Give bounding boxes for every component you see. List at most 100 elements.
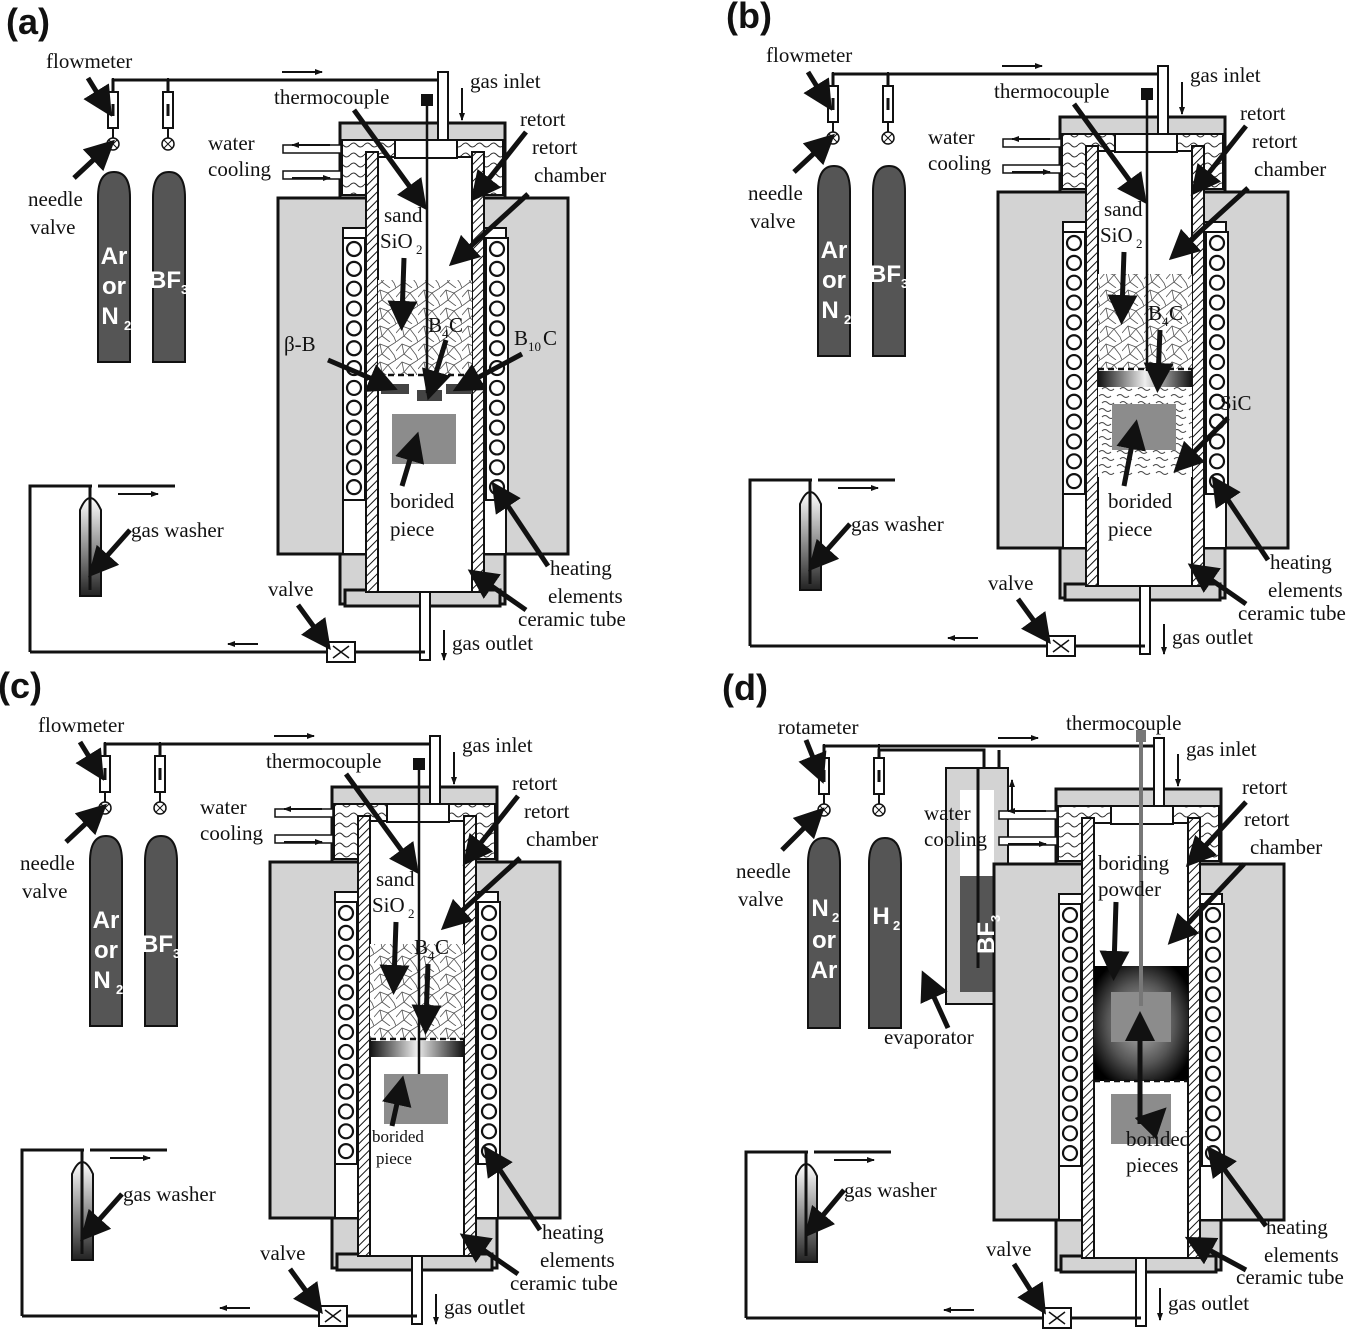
coil-turn (1204, 966, 1222, 983)
coil-turn (1061, 906, 1079, 924)
label-sio2_sub: 2 (408, 906, 415, 921)
gas-inlet-pipe (1157, 65, 1169, 135)
coil-turn (480, 984, 498, 1001)
coil-turn (345, 300, 363, 317)
coil-turn (1204, 1025, 1222, 1043)
coil-turn (1065, 413, 1083, 430)
coil-turn (1208, 294, 1226, 311)
label-water_1: water (924, 801, 971, 825)
ceramic-tube-pointer (467, 569, 528, 613)
exhaust-line (748, 478, 812, 646)
label-borided-pieces: pieces (1126, 1153, 1178, 1177)
label-retort_chamber_1: retort (1252, 129, 1298, 153)
label-flowmeter: flowmeter (766, 43, 852, 67)
gas-outlet-pipe (419, 591, 431, 661)
gas-outlet-pipe (1139, 585, 1151, 655)
label-cylinder-1-or: or (812, 927, 836, 954)
gas-cylinder-2 (872, 164, 906, 357)
label-sic: SiC (1220, 391, 1252, 415)
coil-turn (1061, 986, 1079, 1003)
label-gas_outlet: gas outlet (1168, 1291, 1249, 1315)
label-thermocouple: thermocouple (274, 85, 389, 109)
gas-washer-pointer (88, 528, 132, 578)
gas-cylinder-1 (89, 834, 123, 1027)
coil-turn (337, 1023, 355, 1041)
coil-turn (337, 924, 355, 941)
coil-turn (345, 320, 363, 337)
label-b4c-c: C (449, 313, 463, 337)
gas-washer-pointer (804, 1188, 846, 1238)
label-water_1: water (208, 131, 255, 155)
coil-turn (1061, 1105, 1079, 1122)
label-borided-piece: piece (376, 1149, 412, 1168)
panel-label: (d) (722, 667, 768, 708)
label-sand: sand (384, 203, 423, 227)
borided-pointer (395, 431, 425, 487)
label-cylinder-1: N (811, 895, 828, 922)
label-retort_chamber_1: retort (1244, 807, 1290, 831)
coil-turn (337, 1043, 355, 1061)
coil-turn (337, 944, 355, 961)
b4c-pointer (422, 339, 451, 401)
ceramic-tube-wall-left (365, 151, 379, 593)
label-water_2: cooling (208, 157, 271, 181)
thermocouple-pointer (343, 772, 419, 875)
coil-turn (1204, 906, 1222, 924)
label-boriding_1: boriding (1098, 851, 1170, 875)
label-gas_washer: gas washer (844, 1178, 937, 1202)
coil-turn (1065, 473, 1083, 490)
label-gas_washer: gas washer (131, 518, 224, 542)
coil-turn (1061, 926, 1079, 943)
ceramic-tube-wall-left (1085, 145, 1099, 587)
ceramic-tube-wall-right (463, 815, 477, 1257)
coil-turn (345, 459, 363, 476)
coil-turn (1208, 254, 1226, 271)
coil-turn (1065, 393, 1083, 410)
coil-turn (488, 240, 506, 258)
label-retort: retort (1242, 775, 1288, 799)
label-cylinder-1-gas: Ar (811, 957, 838, 984)
gas-washer-pointer (808, 522, 852, 572)
label-cylinder-1: Ar (821, 237, 848, 264)
coil-turn (337, 1103, 355, 1120)
panel-label: (a) (6, 1, 50, 42)
coil-turn (345, 419, 363, 436)
flowmeter-pointer (75, 740, 104, 781)
water-pipe-out (282, 144, 342, 154)
label-sio2: SiO (1100, 223, 1133, 247)
label-beta-b: β-B (284, 332, 316, 356)
b4c-pointer (411, 963, 442, 1035)
label-thermocouple: thermocouple (1066, 711, 1181, 735)
label-borided: borided (1108, 489, 1173, 513)
coil-turn (488, 300, 506, 317)
label-gas_inlet: gas inlet (1186, 737, 1257, 761)
coil-turn (1208, 373, 1226, 391)
water-pipe-out (274, 808, 334, 818)
coil-turn (1204, 1065, 1222, 1082)
label-valve: valve (260, 1241, 305, 1265)
label-gas_washer: gas washer (851, 512, 944, 536)
gas-cylinder-1 (97, 170, 131, 363)
label-thermocouple: thermocouple (994, 79, 1109, 103)
coil-turn (345, 439, 363, 456)
coil-turn (1065, 254, 1083, 271)
gas-inlet-pipe (1153, 737, 1165, 807)
gas-cylinder-2 (152, 170, 186, 363)
coil-turn (345, 260, 363, 277)
gas-outlet-pipe (1135, 1257, 1147, 1327)
exhaust-line (20, 1148, 84, 1316)
coil-turn (1065, 373, 1083, 391)
coil-turn (1061, 946, 1079, 963)
label-b10c: B (514, 326, 528, 350)
heating-pointer (1211, 475, 1271, 562)
label-cylinder-1-sub: 2 (116, 982, 123, 997)
label-retort: retort (520, 107, 566, 131)
label-gas-outlet: gas outlet (1172, 625, 1253, 649)
ceramic-tube-wall-right (1187, 817, 1201, 1259)
boriding-powder-pointer (1099, 901, 1130, 981)
valve-pointer (287, 1267, 323, 1315)
coil-turn (488, 280, 506, 297)
label-retort: retort (1240, 101, 1286, 125)
coil-turn (480, 1023, 498, 1041)
